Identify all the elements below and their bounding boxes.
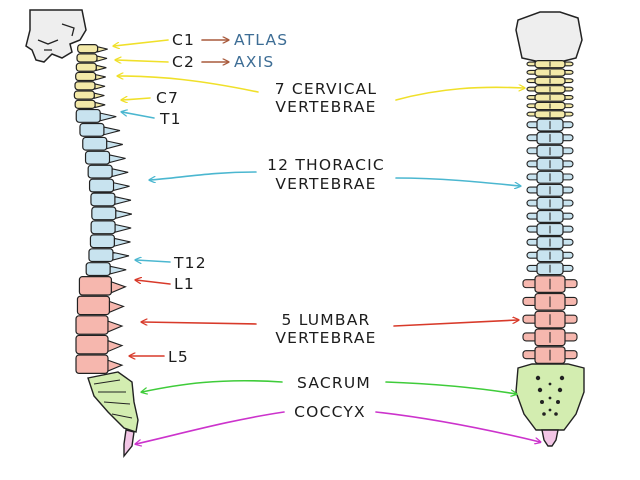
posterior-cervical-vertebra-4: [526, 85, 574, 94]
lateral-thoracic-vertebra-10: [89, 234, 131, 249]
lateral-cervical-vertebra-4: [75, 71, 106, 82]
label-l5: L5: [168, 348, 189, 366]
jaw-drawing: [37, 23, 75, 51]
lateral-thoracic-vertebra-12: [85, 262, 127, 277]
lateral-lumbar-vertebra-5: [75, 354, 124, 375]
lumbar-left-arrow: [142, 322, 257, 324]
l1-pointer-arrow: [136, 280, 171, 285]
label-c1: C1: [172, 31, 195, 49]
lateral-cervical-vertebra-3: [75, 62, 107, 72]
posterior-thoracic-vertebra-12: [526, 262, 574, 276]
label-lumbar-line2: VERTEBRAE: [275, 329, 376, 347]
posterior-thoracic-vertebra-9: [526, 222, 574, 237]
lateral-thoracic-vertebra-7: [90, 192, 132, 207]
posterior-lumbar-vertebra-4: [522, 328, 578, 347]
posterior-lumbar-vertebra-1: [522, 275, 578, 293]
lumbar-right-arrow: [393, 320, 518, 327]
posterior-thoracic-vertebra-6: [526, 183, 574, 197]
lateral-cervical-vertebra-1: [77, 43, 108, 54]
label-thoracic-line2: VERTEBRAE: [275, 175, 376, 193]
lateral-spine-view: [25, 9, 139, 458]
posterior-cervical-vertebra-2: [526, 68, 574, 77]
sacrum-right-arrow: [385, 381, 516, 394]
labels: C1 ATLAS C2 AXIS 7 CERVICAL VERTEBRAE C7…: [156, 31, 385, 421]
lateral-lumbar-vertebra-2: [76, 295, 125, 316]
thoracic-right-arrow: [395, 177, 520, 186]
label-atlas: ATLAS: [234, 31, 288, 49]
lateral-thoracic-vertebra-5: [87, 164, 129, 179]
posterior-cervical-vertebra-1: [526, 59, 574, 69]
posterior-cervical-vertebra-7: [526, 110, 574, 119]
label-thoracic-line1: 12 THORACIC: [267, 156, 385, 174]
lateral-lumbar-vertebra-3: [75, 315, 124, 335]
label-c2: C2: [172, 53, 195, 71]
label-t1: T1: [159, 110, 182, 128]
posterior-thoracic-vertebra-4: [526, 157, 574, 171]
label-coccyx: COCCYX: [294, 403, 366, 421]
label-cervical-line2: VERTEBRAE: [275, 98, 376, 116]
lateral-thoracic-vertebra-8: [91, 206, 132, 221]
lateral-lumbar-vertebra-1: [78, 276, 127, 296]
posterior-skull: [515, 11, 583, 63]
posterior-spine-view: [515, 11, 585, 447]
posterior-thoracic-vertebra-5: [526, 170, 574, 184]
lateral-cervical-vertebra-2: [76, 53, 108, 63]
sacrum-left-arrow: [142, 379, 283, 392]
cervical-right-arrow: [395, 87, 524, 101]
lateral-cervical-vertebra-6: [73, 90, 105, 100]
posterior-cervical-vertebra-5: [526, 93, 574, 102]
label-c7: C7: [156, 89, 179, 107]
label-lumbar-line1: 5 LUMBAR: [282, 311, 371, 329]
posterior-cervical-vertebra-3: [526, 76, 574, 86]
lateral-thoracic-vertebra-2: [79, 122, 121, 137]
label-l1: L1: [174, 275, 195, 293]
lateral-thoracic-vertebra-11: [88, 248, 130, 263]
posterior-cervical-vertebra-6: [526, 101, 574, 111]
label-axis: AXIS: [234, 53, 274, 71]
lateral-thoracic-vertebra-4: [84, 150, 126, 165]
lateral-cervical-vertebra-5: [74, 81, 106, 91]
c2-pointer-arrow: [116, 60, 169, 62]
coccyx-left-arrow: [136, 411, 285, 444]
posterior-coccyx: [541, 429, 559, 447]
arrows: [114, 40, 540, 444]
posterior-thoracic-vertebra-8: [526, 209, 574, 223]
lateral-thoracic-vertebra-6: [88, 178, 130, 193]
lateral-thoracic-vertebra-9: [90, 220, 132, 235]
sacral-foramina: [535, 375, 565, 416]
t1-pointer-arrow: [122, 112, 155, 119]
label-t12: T12: [173, 254, 207, 272]
lateral-coccyx: [123, 429, 135, 458]
posterior-thoracic-vertebra-10: [526, 236, 574, 250]
lateral-lumbar-vertebra-4: [75, 334, 124, 355]
skull-drawing: [25, 9, 87, 63]
posterior-thoracic-vertebra-3: [526, 144, 574, 158]
posterior-lumbar-vertebra-3: [522, 310, 578, 329]
posterior-thoracic-vertebra-2: [526, 131, 574, 145]
posterior-thoracic-vertebra-11: [526, 249, 574, 263]
t12-pointer-arrow: [136, 260, 171, 262]
lateral-sacrum-lines: [93, 379, 133, 419]
posterior-lumbar-vertebra-5: [522, 346, 578, 364]
posterior-lumbar-vertebra-2: [522, 292, 578, 311]
thoracic-left-arrow: [150, 171, 257, 180]
label-sacrum: SACRUM: [297, 374, 371, 392]
posterior-thoracic-vertebra-7: [526, 196, 574, 210]
c1-pointer-arrow: [114, 39, 169, 46]
c7-pointer-arrow: [122, 98, 151, 100]
cervical-left-arrow: [118, 76, 259, 93]
label-cervical-line1: 7 CERVICAL: [275, 80, 378, 98]
posterior-thoracic-vertebra-1: [526, 118, 574, 132]
coccyx-right-arrow: [375, 411, 540, 442]
lateral-thoracic-vertebra-3: [82, 136, 123, 151]
lateral-cervical-vertebra-7: [74, 99, 106, 109]
lateral-thoracic-vertebra-1: [75, 108, 117, 123]
